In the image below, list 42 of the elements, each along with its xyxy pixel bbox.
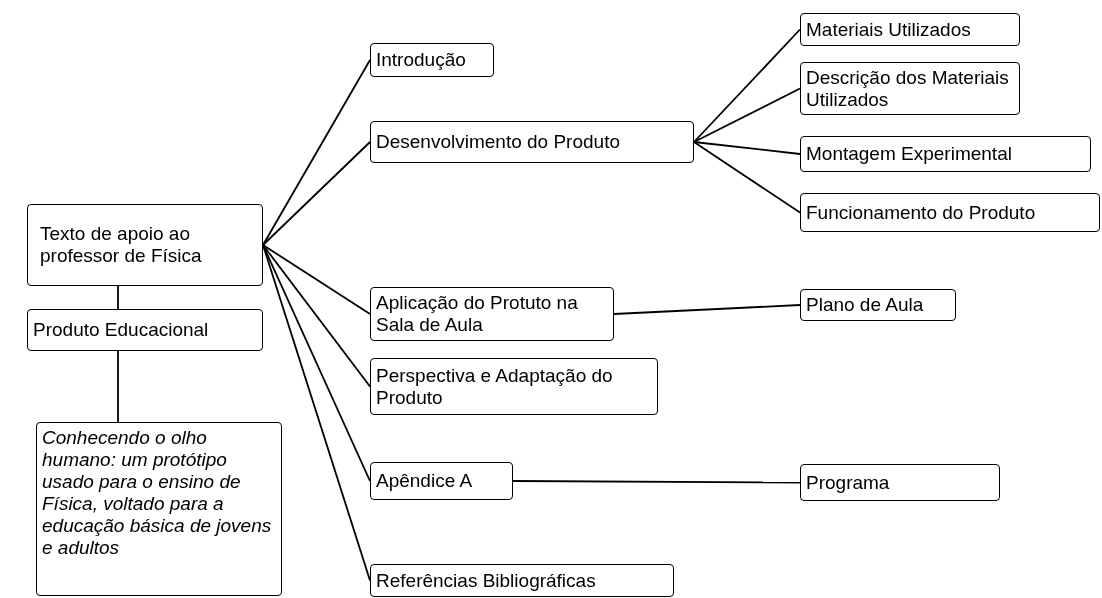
connector-line (512, 480, 801, 484)
topic-box (800, 193, 1100, 232)
connector-line (262, 244, 371, 315)
topic-box (800, 62, 1020, 115)
connector-line (693, 141, 801, 155)
connector-line (613, 304, 801, 315)
topic-text: Montagem Experimental (806, 143, 1012, 165)
topic-text: Materiais Utilizados (806, 18, 971, 41)
connector-line (693, 28, 801, 143)
topic-box (27, 309, 263, 351)
connector-line (117, 350, 119, 423)
topic-text: Funcionamento do Produto (806, 201, 1036, 224)
topic-box (370, 462, 513, 500)
topic-text: Programa (806, 471, 890, 494)
topic-text: Plano de Aula (806, 294, 924, 316)
topic-box (36, 422, 282, 596)
topic-box (800, 136, 1091, 172)
topic-box (27, 204, 263, 286)
topic-box (370, 121, 694, 163)
connector-line (117, 285, 119, 310)
topic-text: Texto de apoio ao professor de Física (40, 223, 203, 267)
topic-box (800, 464, 1000, 501)
topic-box (800, 289, 956, 321)
topic-text: Referências Bibliográficas (376, 569, 596, 592)
topic-box (370, 358, 658, 415)
topic-text: Produto Educacional (33, 319, 209, 341)
topic-text: Perspectiva e Adaptação do Produto (376, 364, 614, 409)
connector-line (262, 141, 371, 246)
topic-text: Descrição dos Materiais Utilizados (806, 66, 1010, 111)
topic-box (370, 287, 614, 341)
topic-box (370, 564, 674, 597)
connector-line (262, 59, 371, 246)
connector-line (262, 244, 371, 388)
connector-line (693, 141, 801, 214)
topic-box (800, 13, 1020, 46)
topic-box (370, 43, 494, 77)
connector-line (693, 87, 801, 143)
topic-text: Apêndice A (376, 470, 473, 492)
topic-text: Introdução (376, 49, 466, 71)
topic-text: Aplicação do Protuto na Sala de Aula (376, 292, 579, 336)
topic-text: Desenvolvimento do Produto (376, 131, 620, 153)
topic-text: Conhecendo o olho humano: um protótipo usado para o ensino de Física, voltado para a educação básica de jovens e adultos (42, 427, 273, 559)
